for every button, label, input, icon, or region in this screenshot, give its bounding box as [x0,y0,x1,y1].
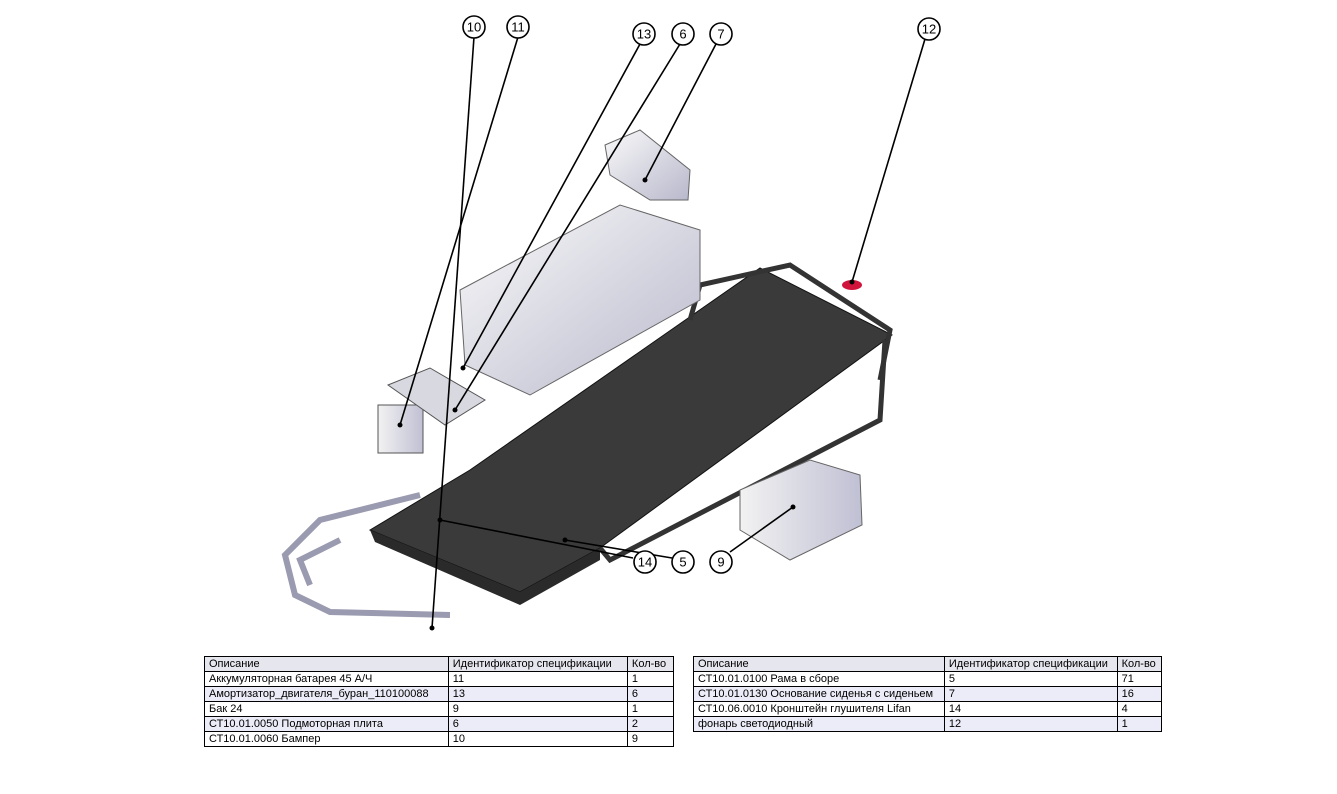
cell-qty: 9 [626,731,675,747]
cell-description: СТ10.06.0010 Кронштейн глушителя Lifan [693,701,945,717]
callout-10: 10 [462,15,486,39]
cell-description: СТ10.01.0050 Подмоторная плита [204,716,449,732]
cell-description: СТ10.01.0100 Рама в сборе [693,671,945,687]
cell-spec-id: 6 [447,716,628,732]
cell-description: фонарь светодиодный [693,716,945,732]
fuel-tank [739,459,863,561]
cell-spec-id: 7 [943,686,1118,702]
callout-13: 13 [632,22,656,46]
cell-spec-id: 13 [447,686,628,702]
cell-spec-id: 9 [447,701,628,717]
assembly-drawing: 10 11 13 6 7 12 14 5 9 [281,15,941,631]
callout-number: 10 [467,20,481,35]
cell-description: Бак 24 [204,701,449,717]
led-light [842,280,862,290]
cell-qty: 1 [626,701,675,717]
callout-11: 11 [506,15,530,39]
header-spec-id: Идентификатор спецификации [943,656,1118,672]
callout-number: 6 [679,27,686,42]
cell-qty: 2 [626,716,675,732]
callout-5: 5 [671,550,695,574]
cell-spec-id: 11 [447,671,628,687]
bumper [281,492,451,618]
cell-description: Аккумуляторная батарея 45 А/Ч [204,671,449,687]
callout-number: 5 [679,555,686,570]
cell-description: Амортизатор_двигателя_буран_110100088 [204,686,449,702]
callout-7: 7 [709,22,733,46]
header-spec-id: Идентификатор спецификации [447,656,628,672]
callout-number: 12 [922,22,936,37]
battery [377,404,424,454]
parts-table-right: Описание Идентификатор спецификации Кол-… [693,656,1163,732]
cell-spec-id: 5 [943,671,1118,687]
cell-description: СТ10.01.0060 Бампер [204,731,449,747]
cell-description: СТ10.01.0130 Основание сиденья с сиденье… [693,686,945,702]
cell-qty: 1 [1116,716,1163,732]
callout-9: 9 [709,550,733,574]
callout-14: 14 [633,550,657,574]
cell-spec-id: 10 [447,731,628,747]
callout-12: 12 [917,17,941,41]
seat [459,129,701,396]
header-description: Описание [693,656,945,672]
callout-number: 14 [638,555,652,570]
header-qty: Кол-во [626,656,675,672]
cell-qty: 4 [1116,701,1163,717]
header-qty: Кол-во [1116,656,1163,672]
parts-table-left: Описание Идентификатор спецификации Кол-… [204,656,675,747]
callout-number: 7 [717,27,724,42]
cell-qty: 6 [626,686,675,702]
cell-qty: 1 [626,671,675,687]
header-description: Описание [204,656,449,672]
cell-spec-id: 14 [943,701,1118,717]
callout-number: 9 [717,555,724,570]
table-row: СТ10.01.0130 Основание сиденья с сиденье… [693,686,1163,702]
callout-number: 13 [637,27,651,42]
cell-qty: 71 [1116,671,1163,687]
cell-qty: 16 [1116,686,1163,702]
cell-spec-id: 12 [943,716,1118,732]
callout-number: 11 [511,20,525,35]
callout-6: 6 [671,22,695,46]
